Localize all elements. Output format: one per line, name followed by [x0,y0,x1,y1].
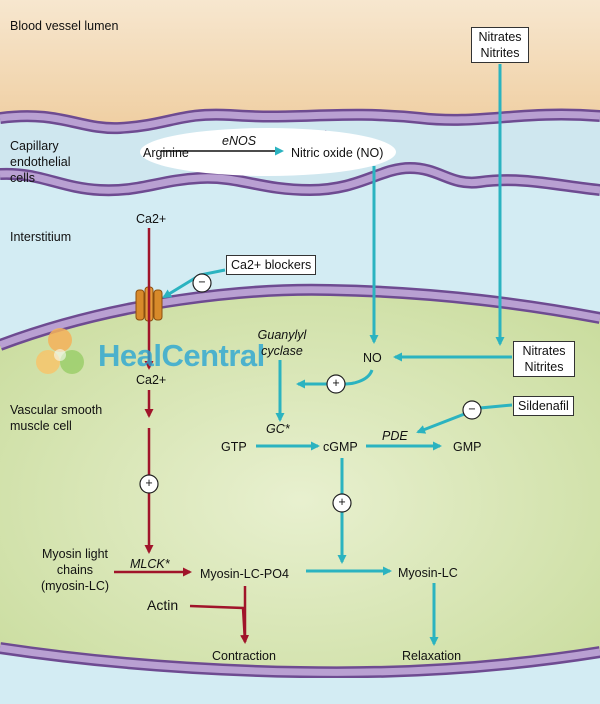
plus-sign-ca: + [145,476,153,490]
watermark-logo-icon [36,328,84,374]
pde-label: PDE [382,429,408,443]
arginine-label: Arginine [143,146,189,160]
gtp-label: GTP [221,440,247,454]
myosin-lc-po4-label: Myosin-LC-PO4 [200,567,289,581]
minus-sign-sildenafil-icon [462,400,482,420]
nitric-oxide-label: Nitric oxide (NO) [291,146,384,160]
mlck-label: MLCK* [130,557,170,571]
ca-blockers-box: Ca2+ blockers [226,255,317,275]
gc-label: GC* [266,422,290,436]
watermark: HealCentral [98,338,265,373]
myosin-lc-right-label: Myosin-LC [398,566,458,580]
no-label: NO [363,351,382,365]
enos-label: eNOS [222,134,257,148]
nitrates-mid-box: Nitrates Nitrites [513,341,575,377]
nitrates-top-box: Nitrates Nitrites [471,27,529,63]
interstitium-label: Interstitium [10,230,72,244]
plus-sign-ca-icon [139,474,159,494]
guanylyl-cyclase-label: Guanylyl cyclase [257,328,307,358]
relaxation-label: Relaxation [402,649,462,663]
contraction-label: Contraction [212,649,276,663]
lumen-label: Blood vessel lumen [10,19,119,33]
plus-sign-no: + [332,376,340,390]
minus-sign-ca-blocker: − [198,275,206,289]
actin-label: Actin [147,597,179,613]
gmp-label: GMP [453,440,482,454]
myosin-lc-label: Myosin light chains (myosin-LC) [40,547,110,593]
sildenafil-box: Sildenafil [513,396,574,416]
minus-sign-ca-blocker-icon [192,273,212,293]
smooth-muscle-cell [0,289,600,673]
endothelial-label: Capillary endothelial cells [10,139,71,185]
cgmp-label: cGMP [323,440,358,454]
plus-sign-cgmp-icon [332,493,352,513]
ca-top-label: Ca2+ [136,212,167,226]
ca-mid-label: Ca2+ [136,373,167,387]
enos-ellipse [140,128,396,176]
minus-sign-sildenafil: − [468,402,476,416]
plus-sign-no-icon [326,374,346,394]
plus-sign-cgmp: + [338,495,346,509]
smooth-muscle-label: Vascular smooth muscle cell [10,403,103,433]
